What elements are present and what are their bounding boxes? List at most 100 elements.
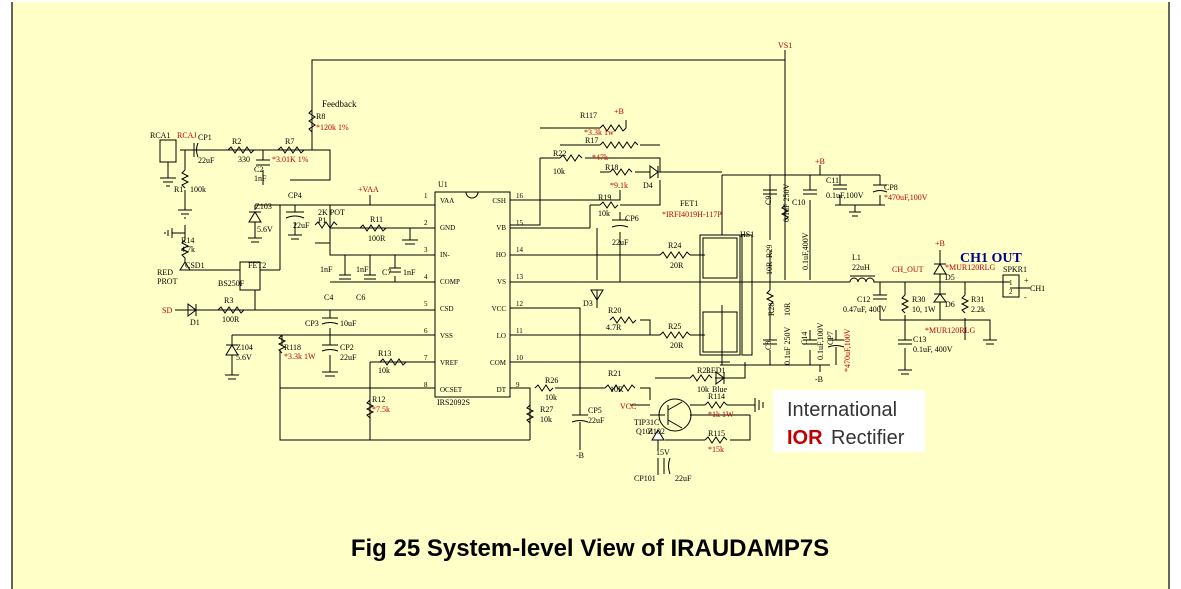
r14-label: R14 [181,236,194,245]
c7-value: 1nF [403,268,416,277]
r3-label: R3 [224,296,233,305]
r21-resistor [604,384,636,392]
r18-label: R18 [605,163,618,172]
r18-value: *9.1k [610,181,628,190]
led1-diode [715,371,725,385]
l1-label: L1 [852,253,861,262]
r11-resistor [359,224,387,232]
c9-label: C9 [764,196,773,205]
logo-ior: IOR [787,427,823,449]
z103-value: 5.6V [257,225,273,234]
vaa-label: +VAA [358,185,379,194]
c11-value: 0.1uF,100V [826,191,864,200]
r14-value: 4.7k [181,245,195,254]
r19-label: R19 [598,193,611,202]
q101-label: Q101 [636,427,654,436]
r12-resistor [365,399,375,419]
r114-label: R114 [708,392,725,401]
fet1-value: *IRFI4019H-117P [662,210,722,219]
cp4-value: 22uF [293,221,310,230]
csd1-label: CSD1 [185,261,205,270]
plusb-label: +B [614,107,624,116]
r17-resistor [599,141,639,149]
r28-resistor [765,289,775,306]
spkr1-pin1: 1 [1009,279,1013,287]
c8-value: 0.1uF 250V [783,327,792,365]
logo-line2: Rectifier [831,427,905,449]
r14-resistor [180,239,190,259]
fet2-label: FET2 [248,261,266,270]
ic-pin-name: VCC [492,305,507,313]
ic-pin-name: LO [497,332,506,340]
component-shapes [159,109,1020,475]
r23-value: 10k [697,385,709,394]
ic-pin-number: 16 [516,192,524,200]
ic-pin-number: 10 [516,354,524,362]
c8-label: C8 [764,341,773,350]
r22-value: 10k [553,167,565,176]
ic-pin-number: 3 [424,246,428,254]
ic-pin-number: 2 [424,219,428,227]
hs1-label: HS1 [740,230,754,239]
r8-value: *120k 1% [316,123,349,132]
vs1-label: VS1 [778,41,792,50]
c4-nf: 1nF [320,265,333,274]
prot-label: PROT [157,277,178,286]
ic-pin-name: VB [496,224,506,232]
sd-label: SD [162,306,172,315]
z104-value: 5.6V [236,353,252,362]
r23-resistor [689,374,713,382]
ic-pin-name: COMP [440,278,460,286]
cp7-label: CP7 [826,331,835,345]
d4-label: D4 [643,181,653,190]
ic-u1-name: U1 [438,180,448,189]
cp7-value: *470uF,100V [843,328,852,372]
spkr1-connector [1002,274,1020,298]
r25-value: 20R [670,341,684,350]
z102-value: 15V [656,448,670,457]
tip31c-label: TIP31C [634,418,659,427]
bs250f-label: BS250F [218,279,245,288]
d6-value: *MUR120RLG [925,326,975,335]
r2-value: 330 [238,155,250,164]
r31-value: 2.2k [971,305,985,314]
r26-label: R26 [545,376,558,385]
r13-label: R13 [378,349,391,358]
r18-resistor [609,168,633,176]
c13-value: 0.1uF, 400V [913,345,953,354]
r8-label: R8 [316,112,325,121]
ch1-out-heading: CH1 OUT [960,251,1023,266]
c4-label: C4 [324,293,333,302]
c12-label: C12 [857,295,870,304]
fet1-label: FET1 [680,199,698,208]
component-labels: VS1 Feedback R8 *120k 1% RCA1 RCAJ CP1 2… [150,41,1045,483]
r19-value: 10k [598,209,610,218]
p1-type: 2K POT [318,208,345,217]
l1-value: 22uH [852,263,870,272]
r21-label: R21 [608,369,621,378]
d1-label: D1 [190,318,200,327]
d3-label: D3 [583,299,593,308]
ic-pin-number: 7 [424,354,428,362]
ic-pin-number: 4 [424,273,428,281]
ic-pin-number: 15 [516,219,524,227]
r17-label: R17 [585,136,598,145]
international-rectifier-logo: International IOR Rectifier [773,390,925,452]
r118-resistor [277,334,287,354]
d5-value: *MUR120RLG [945,263,995,272]
r21-value: 10R [610,385,624,394]
ic-pin-name: VSS [440,332,453,340]
r28-label: R28 [767,303,776,316]
r115-value: *15k [708,445,724,454]
d3-diode [590,289,604,301]
c2-label: C2 [254,165,263,174]
r12-value: *7.5k [372,405,390,414]
z102-zener [651,429,665,441]
plusb-c11: +B [815,157,825,166]
p1-label: P1 [318,216,326,225]
r29-value: 10R [765,261,774,275]
r29-resistor [780,204,790,221]
vcc-label: VCC [620,402,636,411]
